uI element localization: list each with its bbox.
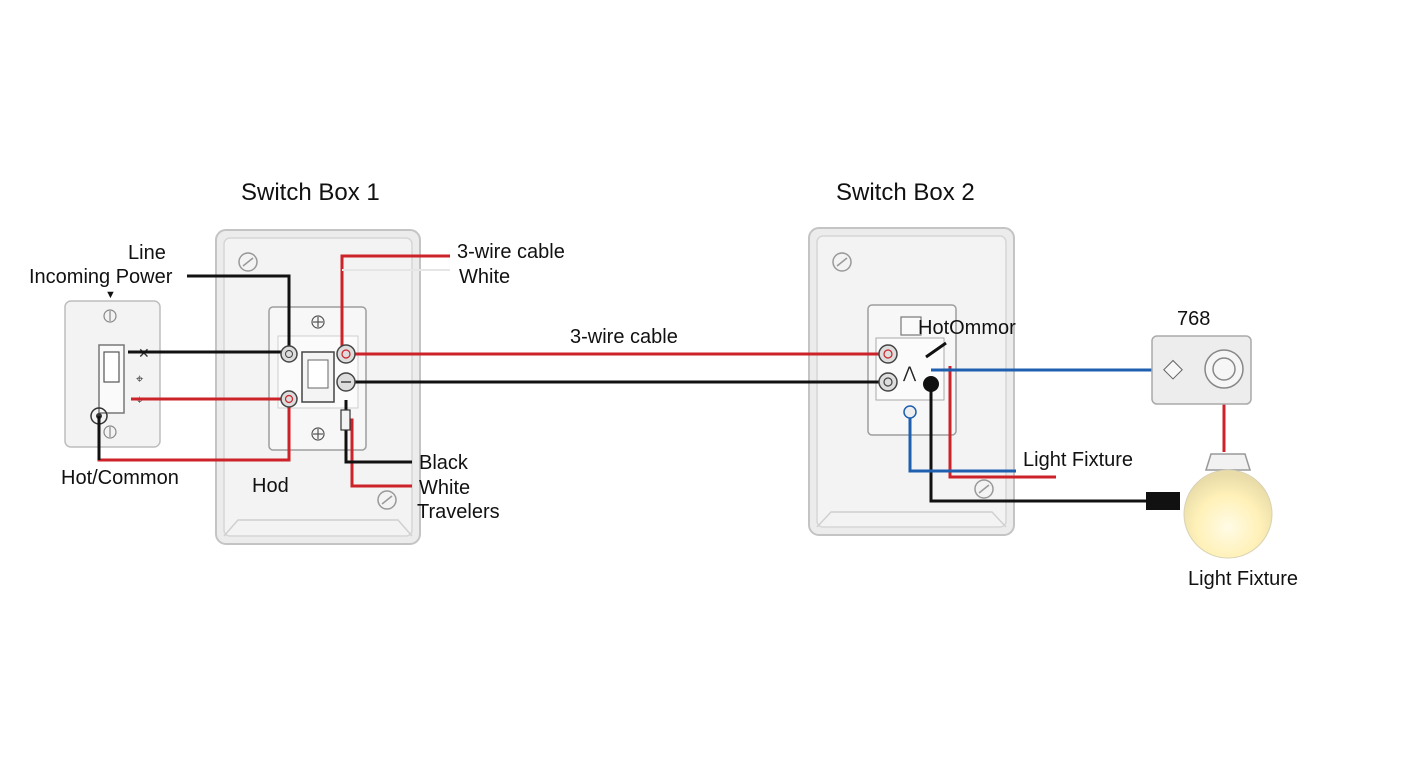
line-label: Line — [128, 242, 166, 264]
junction-device — [1151, 335, 1252, 405]
svg-text:✕: ✕ — [138, 346, 150, 362]
white-bottom-label: White — [419, 477, 471, 499]
switch-box-2-title: Switch Box 2 — [836, 179, 975, 206]
incoming-power-label: Incoming Power — [29, 266, 173, 288]
light-fixture-label: Light Fixture — [1188, 568, 1299, 590]
hod-label: Hod — [252, 475, 289, 497]
white-top-label: White — [459, 266, 511, 288]
incoming-switch-plate: ✕ ⌖ ⌖ — [64, 300, 161, 448]
light-fixture-wire-label: Light Fixture — [1023, 449, 1134, 471]
switch-box-1-title: Switch Box 1 — [241, 179, 380, 206]
box1-terminals — [280, 344, 356, 431]
svg-text:⋀: ⋀ — [902, 363, 917, 382]
three-wire-cable-mid-label: 3-wire cable — [570, 326, 678, 348]
number-768-label: 768 — [1177, 308, 1211, 330]
box2-terminals — [878, 344, 939, 419]
three-wire-cable-top-label: 3-wire cable — [457, 241, 565, 263]
svg-text:⌖: ⌖ — [136, 372, 144, 387]
blue-wires — [908, 368, 1152, 473]
incoming-arrow-icon: ▼ — [105, 289, 116, 301]
travelers-label: Travelers — [417, 501, 500, 523]
light-bulb — [1146, 453, 1273, 559]
black-label: Black — [419, 452, 468, 474]
switch-box-2: ⋀ — [808, 227, 1015, 536]
hot-ommor-label: HotOmmor — [918, 317, 1016, 339]
hot-common-label: Hot/Common — [61, 467, 179, 489]
